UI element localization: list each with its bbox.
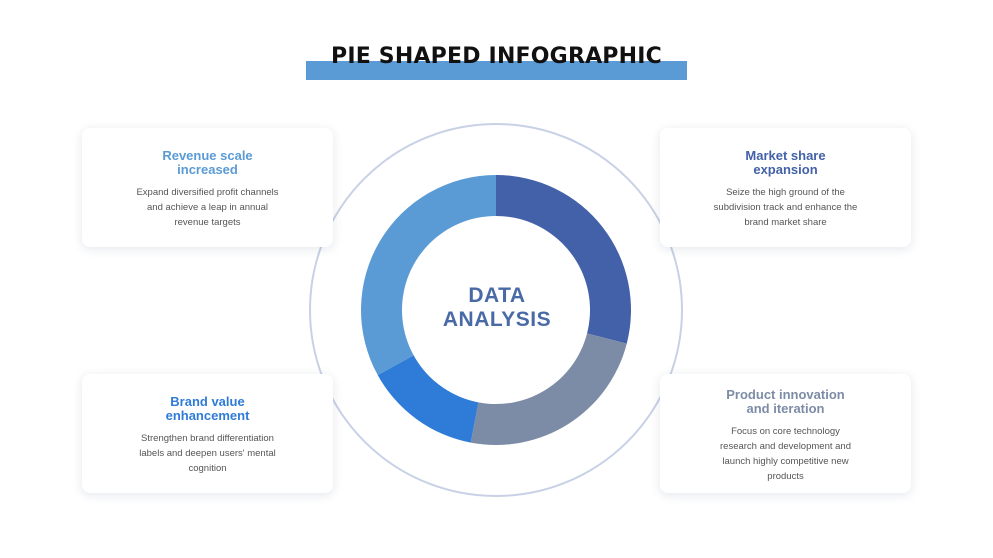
card-product-desc-line3: launch highly competitive new	[722, 456, 849, 467]
card-market-desc-line2: subdivision track and enhance the	[713, 202, 858, 213]
page-title: PIE SHAPED INFOGRAPHIC	[331, 44, 662, 69]
card-revenue-title-line2: increased	[177, 162, 238, 177]
card-market-share: Market share expansion Seize the high gr…	[660, 128, 911, 247]
card-revenue-title-line1: Revenue scale	[162, 148, 253, 163]
card-product-desc-line1: Focus on core technology	[731, 426, 840, 437]
card-market-title-line2: expansion	[753, 162, 818, 177]
card-revenue-desc-line3: revenue targets	[174, 217, 241, 228]
center-label: DATA ANALYSIS	[402, 284, 592, 332]
card-revenue-desc-line2: and achieve a leap in annual	[147, 202, 268, 213]
card-brand-title: Brand value enhancement	[112, 395, 303, 423]
card-brand-desc-line1: Strengthen brand differentiation	[141, 433, 274, 444]
card-market-title-line1: Market share	[745, 148, 826, 163]
card-product-desc-line4: products	[767, 471, 804, 482]
outer-ring	[309, 123, 683, 497]
card-brand-description: Strengthen brand differentiation labels …	[112, 431, 303, 476]
card-brand-desc-line3: cognition	[188, 463, 227, 474]
card-product-description: Focus on core technology research and de…	[688, 424, 883, 484]
card-product-desc-line2: research and development and	[720, 441, 851, 452]
card-market-title: Market share expansion	[690, 149, 881, 177]
card-market-desc-line1: Seize the high ground of the	[726, 187, 845, 198]
center-label-line1: DATA	[468, 284, 526, 307]
card-revenue-title: Revenue scale increased	[112, 149, 303, 177]
card-product-title-line1: Product innovation	[726, 387, 845, 402]
card-brand-title-line1: Brand value	[170, 394, 245, 409]
card-market-description: Seize the high ground of the subdivision…	[690, 185, 881, 230]
card-revenue-description: Expand diversified profit channels and a…	[112, 185, 303, 230]
card-brand-desc-line2: labels and deepen users' mental	[139, 448, 276, 459]
card-market-desc-line3: brand market share	[744, 217, 827, 228]
card-brand-value: Brand value enhancement Strengthen brand…	[82, 374, 333, 493]
card-revenue-scale: Revenue scale increased Expand diversifi…	[82, 128, 333, 247]
donut-hole	[402, 216, 590, 404]
card-product-title: Product innovation and iteration	[688, 388, 883, 416]
title-underline-bar	[306, 61, 687, 80]
card-product-title-line2: and iteration	[746, 401, 825, 416]
card-brand-title-line2: enhancement	[165, 408, 250, 423]
card-product-innovation: Product innovation and iteration Focus o…	[660, 374, 911, 493]
card-revenue-desc-line1: Expand diversified profit channels	[136, 187, 279, 198]
center-label-line2: ANALYSIS	[442, 308, 552, 331]
